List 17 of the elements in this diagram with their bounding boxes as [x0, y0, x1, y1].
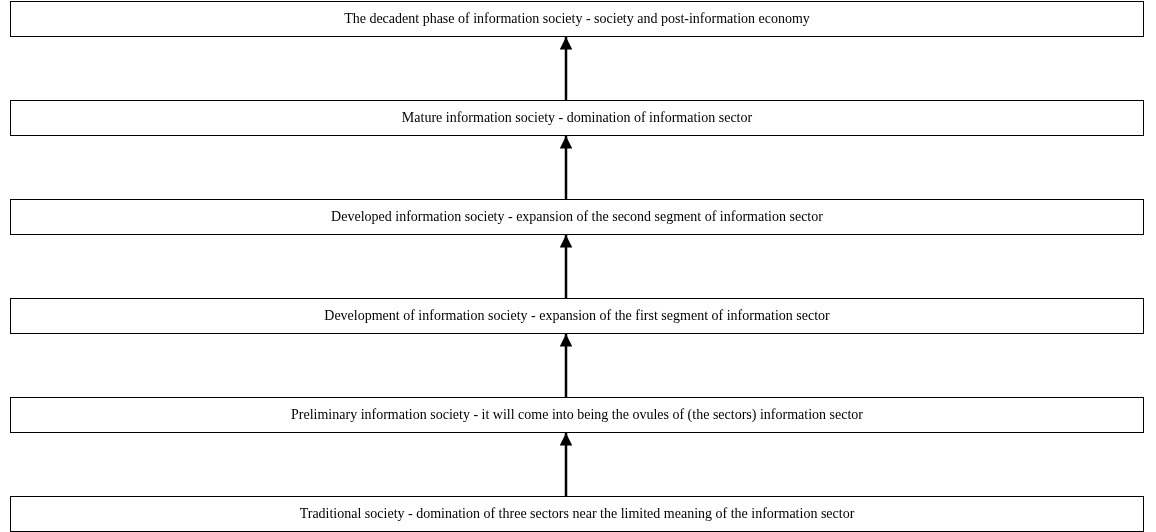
arrow	[559, 433, 573, 496]
stage-text: Development of information society - expansion of the first segment of information sector	[324, 308, 830, 324]
stage-box	[10, 1, 1144, 37]
stage-box	[10, 298, 1144, 334]
stage-text: Mature information society - domination of information sector	[401, 110, 753, 126]
arrow	[559, 235, 573, 298]
stage-box	[10, 397, 1144, 433]
arrow	[559, 37, 573, 100]
stage-text: Preliminary information society - it will come into being the ovules of (the sectors) information sector	[291, 407, 863, 423]
stage-text: The decadent phase of information society - society and post-information economy	[344, 11, 810, 27]
arrow	[559, 136, 573, 199]
stage-box	[10, 496, 1144, 532]
stage-text: Traditional society - domination of three sectors near the limited meaning of the information sector	[299, 506, 855, 522]
stage-box	[10, 100, 1144, 136]
stage-text: Developed information society - expansion of the second segment of information sector	[331, 209, 823, 225]
stage-box	[10, 199, 1144, 235]
arrow	[559, 334, 573, 397]
